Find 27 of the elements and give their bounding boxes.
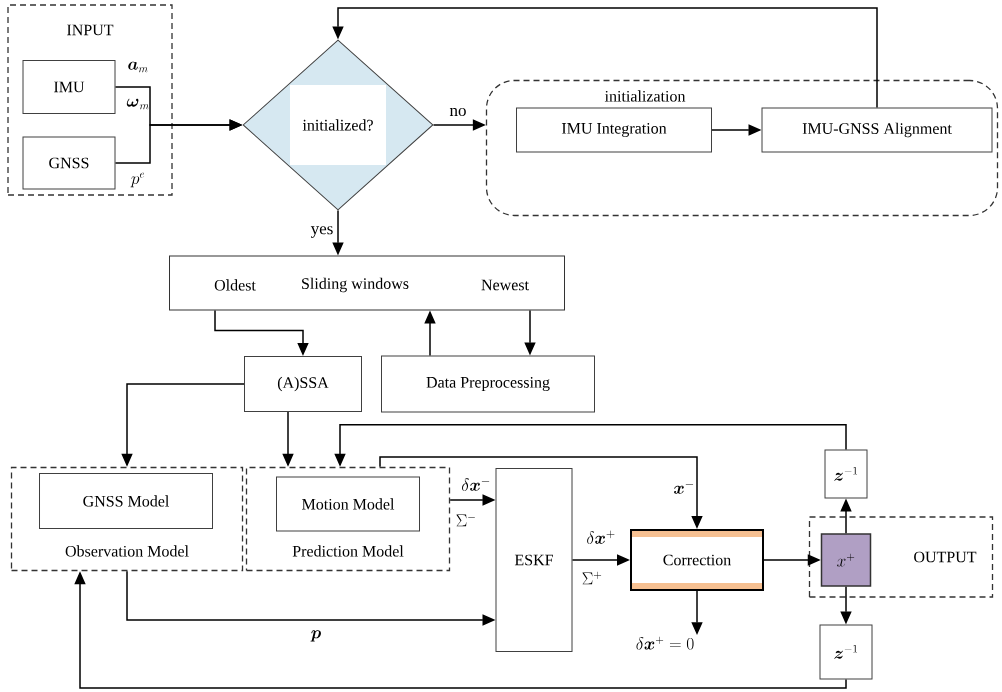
delay-box: $\boldsymbol{z}^{-1}$ [819,624,873,680]
signal-label: $\boldsymbol{a}_m$ [128,61,148,73]
edge-label: $\delta\boldsymbol{x}^-$ [462,478,490,491]
signal-label: $\boldsymbol{\omega}_m$ [126,98,149,110]
signal-label: $p^e$ [130,172,145,188]
signal-label: $\Sigma^-$ [456,514,475,527]
signal-label: $\Sigma^+$ [582,571,602,585]
process-box: GNSS [22,136,116,190]
state-box: $x^+$ [820,533,872,587]
process-box: IMU Integration [516,107,712,153]
process-box: GNSS Model [39,473,213,529]
process-box: (A)SSA [244,356,362,412]
edge-label: $\delta\boldsymbol{x}^+$ [587,530,615,544]
sliding-window-box: Oldest Sliding windows Newest [169,255,565,311]
process-box: IMU [22,60,116,114]
arrow [332,7,878,109]
delay-box: $\boldsymbol{z}^{-1}$ [824,449,868,499]
process-box: Data Preprocessing [381,355,595,413]
filter-box: ESKF [495,468,573,652]
edge-label: no [449,107,466,117]
edge-label: $\boldsymbol{p}$ [310,630,321,642]
result-formula: $\delta\boldsymbol{x}^+ = 0$ [636,636,694,650]
process-box: IMU-GNSS Alignment [761,107,993,153]
process-box: Motion Model [276,476,420,532]
edge-label: yes [310,226,333,238]
edge-label: $\boldsymbol{x}^-$ [674,484,694,494]
correction-box: Correction [630,529,764,591]
